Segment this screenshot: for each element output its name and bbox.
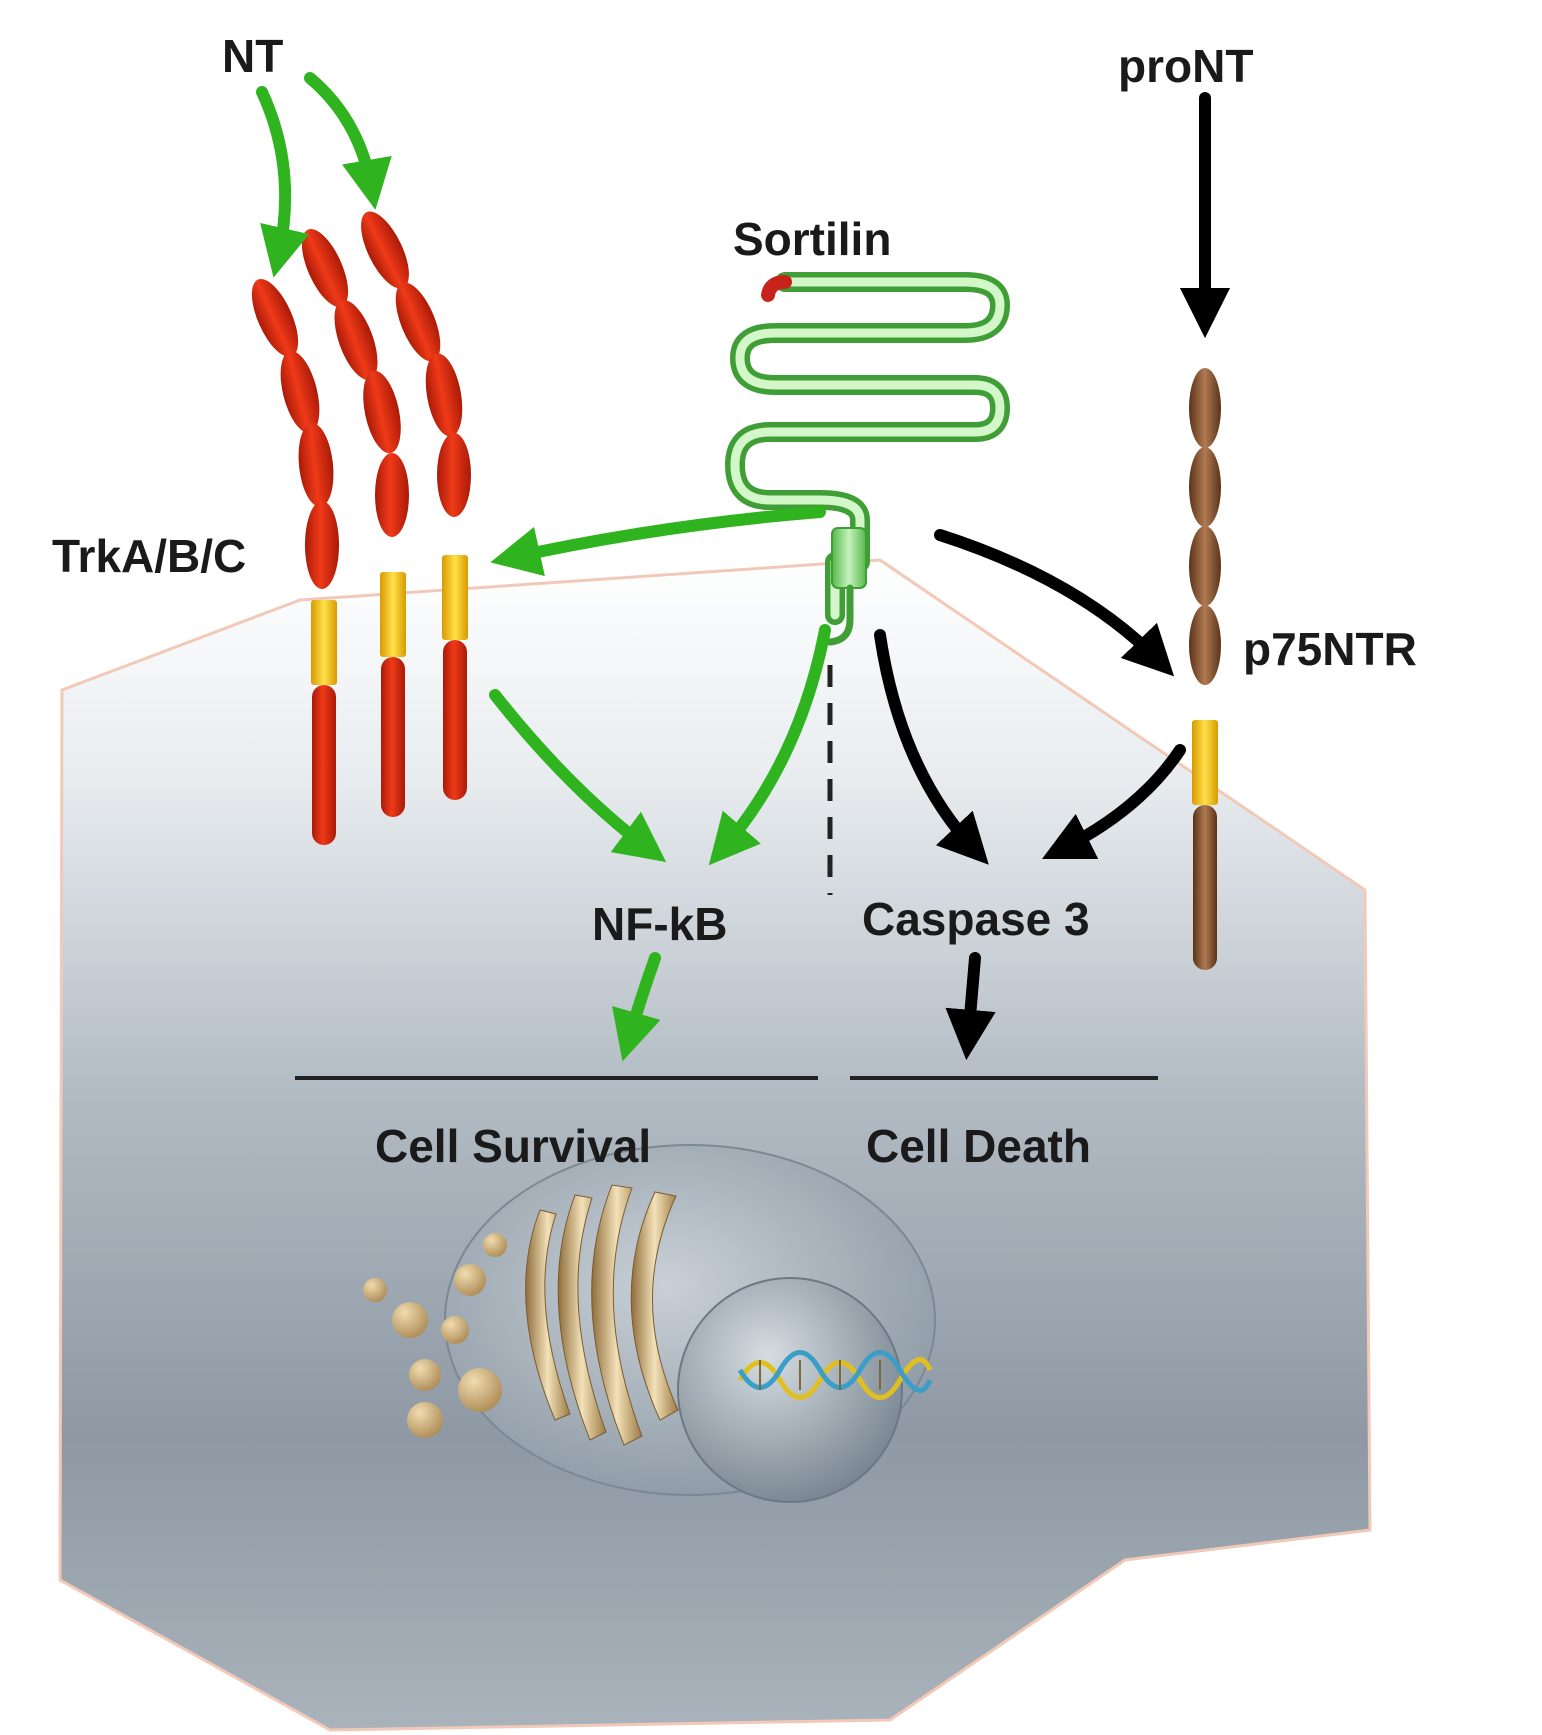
trk-receptor-2 [301, 229, 409, 817]
p75ntr-receptor [1189, 368, 1221, 970]
death-arrows [874, 92, 1231, 1061]
nt-to-trk-arrow-2 [304, 72, 392, 210]
sortilin-label: Sortilin [733, 213, 891, 265]
dna-helix-icon [737, 1350, 933, 1400]
nfkb-to-survival-arrow [612, 952, 661, 1062]
cell-survival-label: Cell Survival [375, 1120, 651, 1172]
survival-arrows [256, 72, 831, 1062]
sortilin-to-p75-arrow [934, 529, 1175, 677]
vesicle-icon [363, 1233, 507, 1438]
trk-to-nfkb-arrow [489, 689, 667, 863]
p75-to-caspase-arrow [1041, 744, 1186, 860]
trk-label: TrkA/B/C [52, 530, 246, 582]
sortilin-to-caspase-arrow [874, 629, 989, 865]
trk-receptor-3 [361, 211, 471, 800]
golgi-icon [525, 1184, 679, 1446]
trk-receptor-1 [251, 279, 339, 845]
nfkb-label: NF-kB [592, 898, 727, 950]
caspase-label: Caspase 3 [862, 893, 1090, 945]
cell-death-label: Cell Death [866, 1120, 1091, 1172]
nt-label: NT [222, 30, 283, 82]
sortilin-to-trk-arrow [490, 506, 826, 577]
sortilin-to-nfkb-arrow [708, 624, 831, 866]
nt-to-trk-arrow-1 [256, 86, 310, 278]
caspase-to-death-arrow [945, 952, 996, 1061]
sortilin-protein [725, 272, 1010, 646]
p75ntr-label: p75NTR [1243, 623, 1417, 675]
pront-label: proNT [1118, 40, 1253, 92]
